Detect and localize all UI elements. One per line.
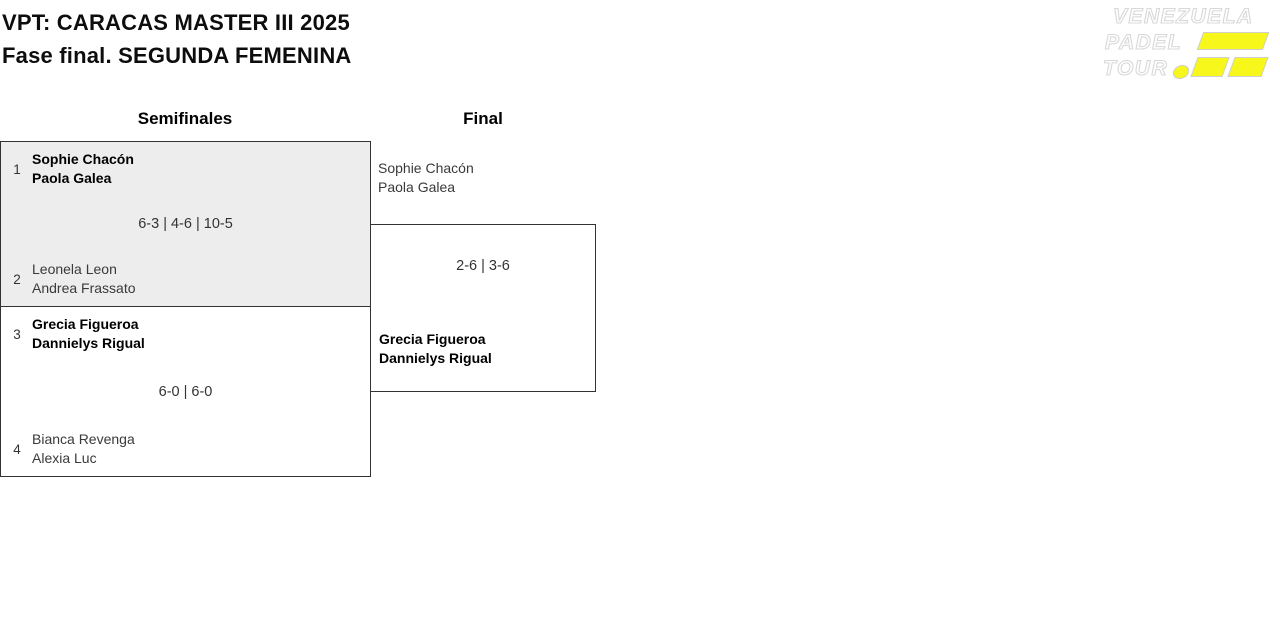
final-team-top: Sophie Chacón Paola Galea	[378, 159, 474, 197]
player-name: Paola Galea	[378, 179, 456, 195]
logo-net-segment-icon	[1227, 57, 1269, 77]
player-name: Sophie Chacón	[378, 160, 474, 176]
player-name: Dannielys Rigual	[32, 335, 145, 351]
player-name: Bianca Revenga	[32, 431, 135, 447]
team-row: 1 Sophie Chacón Paola Galea	[7, 150, 134, 188]
team-names: Bianca Revenga Alexia Luc	[27, 430, 135, 468]
logo-word-venezuela: VENEZUELA	[1112, 5, 1254, 28]
player-name: Grecia Figueroa	[32, 316, 139, 332]
team-row: 4 Bianca Revenga Alexia Luc	[7, 430, 135, 468]
logo-net-segment-icon	[1190, 57, 1230, 77]
player-name: Leonela Leon	[32, 261, 117, 277]
page-title: VPT: CARACAS MASTER III 2025 Fase final.…	[2, 6, 352, 72]
venezuela-padel-tour-logo: VENEZUELA PADEL TOUR	[1102, 4, 1280, 84]
team-names: Grecia Figueroa Dannielys Rigual	[27, 315, 145, 353]
final-team-bottom: Grecia Figueroa Dannielys Rigual	[379, 330, 492, 368]
team-names: Leonela Leon Andrea Frassato	[27, 260, 136, 298]
match-score: 2-6 | 3-6	[456, 258, 510, 274]
team-row: 3 Grecia Figueroa Dannielys Rigual	[7, 315, 145, 353]
logo-word-tour: TOUR	[1102, 57, 1169, 80]
semifinal-match-2: 3 Grecia Figueroa Dannielys Rigual 6-0 |…	[0, 307, 371, 477]
final-match: 2-6 | 3-6 Grecia Figueroa Dannielys Rigu…	[370, 224, 596, 392]
player-name: Dannielys Rigual	[379, 350, 492, 366]
semifinal-match-1: 1 Sophie Chacón Paola Galea 6-3 | 4-6 | …	[0, 141, 371, 307]
tournament-title: VPT: CARACAS MASTER III 2025	[2, 10, 350, 35]
player-name: Grecia Figueroa	[379, 331, 486, 347]
team-row: 2 Leonela Leon Andrea Frassato	[7, 260, 136, 298]
round-header-semifinals: Semifinales	[137, 109, 233, 128]
match-score: 6-0 | 6-0	[158, 383, 213, 400]
logo-net-bar-icon	[1196, 32, 1270, 50]
player-name: Alexia Luc	[32, 450, 97, 466]
phase-category-subtitle: Fase final. SEGUNDA FEMENINA	[2, 43, 352, 68]
round-header-final: Final	[463, 109, 503, 128]
seed-number: 1	[13, 161, 21, 177]
match-score: 6-3 | 4-6 | 10-5	[138, 216, 233, 232]
seed-number: 4	[13, 441, 21, 457]
player-name: Paola Galea	[32, 170, 112, 186]
seed-number: 3	[13, 326, 21, 342]
seed-number: 2	[13, 271, 21, 287]
player-name: Andrea Frassato	[32, 280, 136, 296]
logo-ball-dot-icon	[1171, 65, 1191, 79]
player-name: Sophie Chacón	[32, 151, 134, 167]
team-names: Sophie Chacón Paola Galea	[27, 150, 134, 188]
logo-word-padel: PADEL	[1104, 31, 1183, 54]
